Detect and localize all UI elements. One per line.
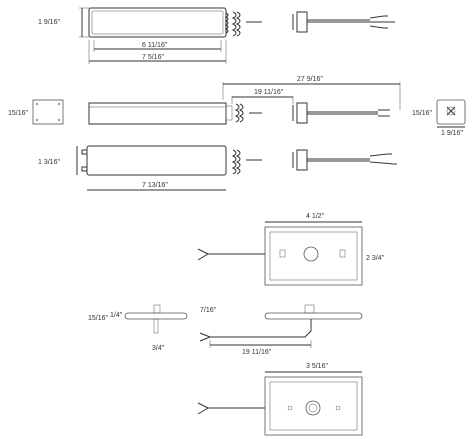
driver-body-top-inner [91, 10, 224, 35]
side-height-label: 15/16" [88, 315, 109, 322]
switch-plate-inner [269, 231, 358, 281]
top-inner-length-label: 6 11/16" [142, 42, 168, 49]
side-offset-label: 7/16" [200, 307, 217, 314]
push-button [305, 400, 321, 416]
end-view-right-height-label: 15/16" [412, 110, 433, 117]
top-view-driver: 1 9/16" 6 11/16" 7 5/16" [38, 7, 395, 64]
bottom-height-label: 1 3/16" [38, 159, 60, 166]
connector [292, 11, 308, 33]
side-stem-label: 3/4" [152, 345, 165, 352]
switch-knob [303, 246, 319, 262]
switch-plate-width-label: 4 1/2" [306, 213, 325, 220]
end-view-right [436, 99, 466, 125]
strain-relief-left [224, 12, 229, 34]
side-cable-length-label: 19 11/16" [242, 349, 272, 356]
switch-plate-height-label: 2 3/4" [366, 255, 385, 262]
wire-leads-bottom [369, 153, 397, 165]
switch-side-profile: 15/16" 1/4" 3/4" 7/16" 19 11/16" [88, 304, 363, 356]
connector-bottom [292, 149, 308, 171]
side-cap [225, 105, 233, 121]
bottom-view-driver: 1 3/16" 7 13/16" [38, 145, 397, 191]
side-plate-right [264, 312, 363, 320]
side-cable [210, 319, 312, 338]
bottom-length-label: 7 13/16" [142, 182, 168, 189]
wire-leads-top [369, 15, 395, 29]
cable-length-label: 19 11/16" [254, 89, 284, 96]
top-height-label: 1 9/16" [38, 19, 60, 26]
switch-plate-front: 4 1/2" 2 3/4" [197, 213, 385, 286]
button-plate-front: 3 5/16" [197, 363, 363, 436]
end-view-right-width-label: 1 9/16" [441, 130, 463, 137]
side-plate-left [124, 312, 188, 320]
connector-side [292, 102, 308, 124]
side-thickness-label: 1/4" [110, 312, 123, 319]
side-stem [153, 318, 159, 334]
coiled-cable-side [234, 103, 244, 123]
coiled-cable-bottom [231, 149, 241, 175]
mounting-tabs [81, 149, 87, 172]
overall-length-label: 27 9/16" [297, 76, 323, 83]
driver-body-bottom [86, 145, 227, 176]
end-view-left [32, 99, 64, 125]
button-plate-inner [269, 381, 358, 431]
driver-body-top [88, 7, 227, 38]
wire-leads-switch [197, 248, 209, 261]
driver-body-side [88, 102, 227, 125]
coiled-cable [231, 11, 241, 37]
wire-leads-button [197, 402, 209, 415]
side-view-driver: 15/16" 27 9/16" 19 11/16" 15/16" 1 9/16" [8, 76, 466, 137]
top-outer-length-label: 7 5/16" [142, 54, 164, 61]
button-plate-width-label: 3 5/16" [306, 363, 328, 370]
end-view-left-height-label: 15/16" [8, 110, 29, 117]
wire-leads-side [378, 109, 390, 117]
